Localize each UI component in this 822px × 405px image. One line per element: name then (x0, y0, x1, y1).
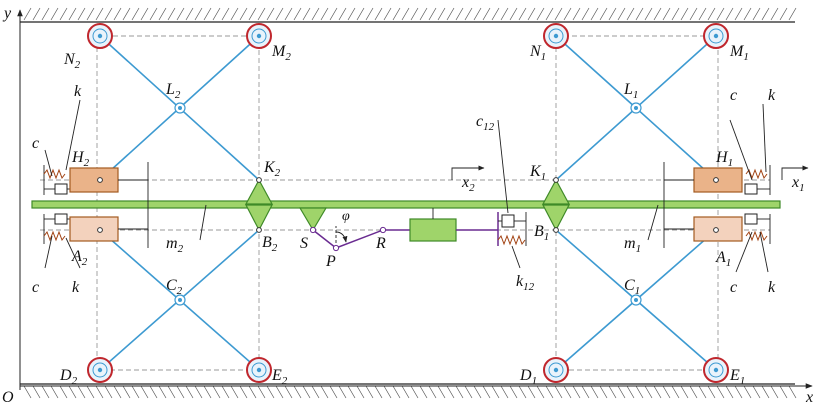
roller-N2 (87, 23, 113, 49)
point-R (379, 226, 387, 234)
label-x1: x1 (791, 174, 805, 194)
label-M2: M2 (271, 43, 291, 63)
label-m1: m1 (624, 235, 641, 255)
label-H1: H1 (715, 149, 733, 169)
label-right-upper-k: k (768, 87, 776, 104)
pivot-S (309, 226, 317, 234)
label-S: S (300, 235, 308, 252)
label-K1: K1 (529, 163, 546, 183)
coupling-spring-k12 (497, 234, 526, 246)
label-P: P (325, 253, 336, 270)
right-upper-spring (745, 168, 768, 180)
coupling-element (497, 212, 527, 246)
ground (20, 383, 797, 399)
left-upper-damper (54, 183, 68, 195)
label-c12: c12 (476, 113, 495, 133)
roller-E2 (246, 357, 272, 383)
roller-D2 (87, 357, 113, 383)
right-lower-spring (745, 230, 768, 242)
right-upper-damper (744, 183, 758, 195)
label-right-upper-c: c (730, 87, 737, 104)
left-lower-spring (43, 230, 66, 242)
label-K2: K2 (263, 159, 281, 179)
label-L2: L2 (165, 81, 181, 101)
label-L1: L1 (623, 81, 638, 101)
x-axis-label: x (805, 389, 813, 405)
left-upper-joint-K2 (244, 178, 274, 205)
label-B1: B1 (534, 223, 549, 243)
label-left-lower-c: c (32, 279, 39, 296)
left-upper-spring (43, 168, 66, 180)
ceiling (20, 7, 797, 23)
left-lower-joint-B2 (245, 204, 273, 232)
angle-arc (335, 231, 348, 243)
label-left-upper-k: k (74, 83, 82, 100)
right-lower-joint-B1 (542, 204, 570, 232)
leader-lines (44, 99, 769, 273)
left-upper-mass-H2 (69, 167, 119, 193)
origin-label: O (2, 389, 14, 405)
point-P (332, 244, 340, 252)
y-axis-label: y (2, 5, 12, 22)
label-R: R (375, 235, 386, 252)
label-phi: φ (342, 209, 350, 224)
label-C1: C1 (624, 277, 640, 297)
label-k12: k12 (516, 273, 535, 293)
left-lower-mass-A2 (69, 216, 119, 242)
roller-D1 (543, 357, 569, 383)
right-upper-joint-K1 (541, 178, 571, 205)
label-M1: M1 (729, 43, 749, 63)
label-E1: E1 (729, 367, 745, 387)
label-C2: C2 (166, 277, 183, 297)
pendulum-arm (312, 229, 410, 249)
right-lower-damper (744, 213, 758, 225)
label-D1: D1 (519, 367, 537, 387)
main-bar (31, 200, 781, 209)
y-axis: y (2, 5, 23, 390)
left-end-supports (43, 165, 72, 244)
x-axis: x (20, 383, 813, 405)
label-right-lower-k: k (768, 279, 776, 296)
label-left-upper-c: c (32, 135, 39, 152)
label-E2: E2 (271, 367, 288, 387)
label-A1: A1 (715, 249, 731, 269)
label-left-lower-k: k (72, 279, 80, 296)
label-N1: N1 (529, 43, 546, 63)
label-right-lower-c: c (730, 279, 737, 296)
right-end-supports (744, 165, 771, 244)
label-A2: A2 (71, 248, 88, 268)
label-N2: N2 (63, 51, 81, 71)
rollers (87, 23, 729, 383)
x2-coordinate-arrow (451, 165, 485, 180)
roller-M1 (703, 23, 729, 49)
roller-N1 (543, 23, 569, 49)
pendulum-mass-block (409, 218, 457, 242)
pendulum-support-S (298, 207, 328, 232)
coupling-damper-c12 (501, 214, 515, 228)
roller-M2 (246, 23, 272, 49)
left-lower-damper (54, 213, 68, 225)
label-H2: H2 (71, 149, 90, 169)
label-B2: B2 (262, 234, 278, 254)
label-m2: m2 (166, 235, 184, 255)
roller-E1 (703, 357, 729, 383)
label-D2: D2 (59, 367, 78, 387)
label-x2: x2 (461, 174, 475, 194)
x1-coordinate-arrow (781, 165, 809, 180)
hinge-markers (97, 102, 719, 306)
